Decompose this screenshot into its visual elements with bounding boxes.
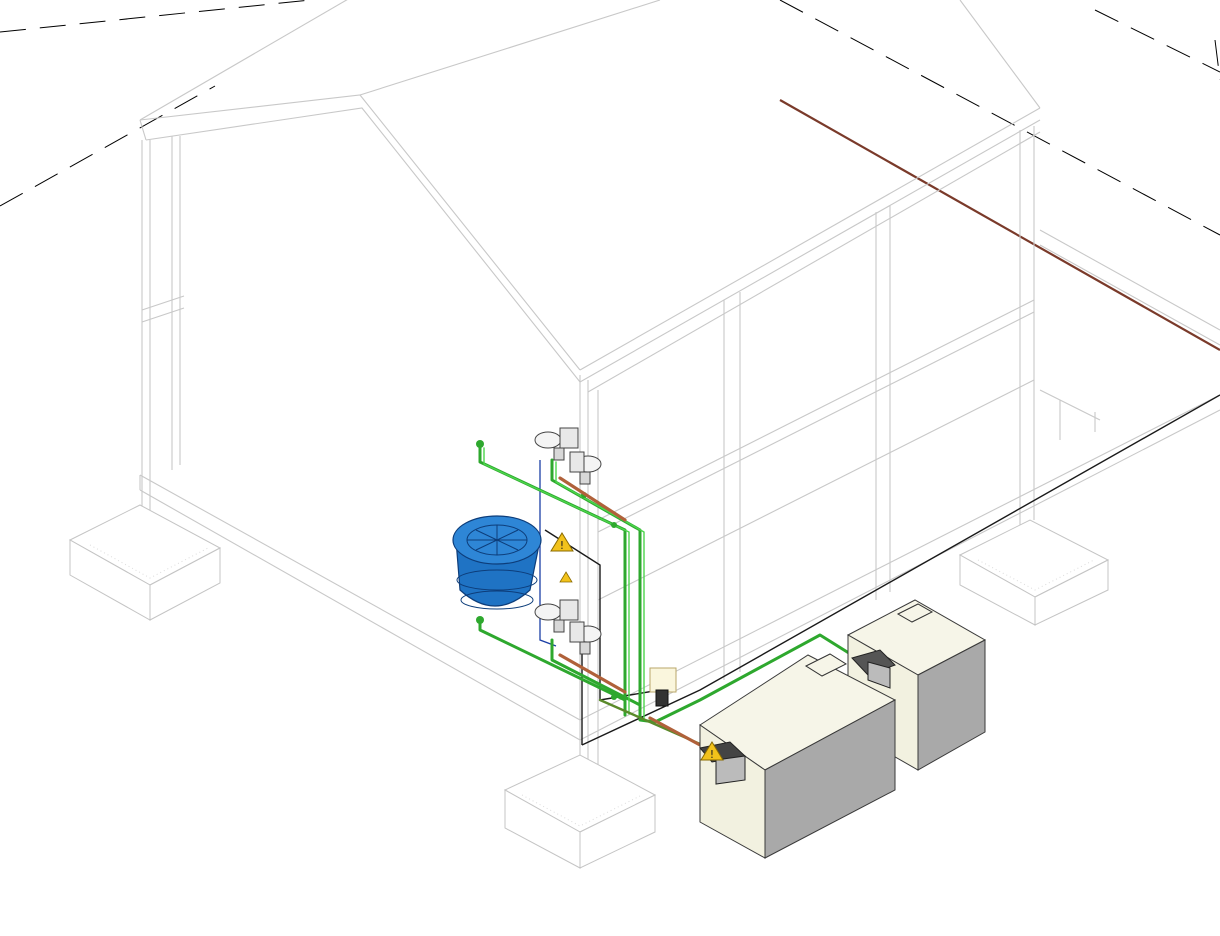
- fixture-lower-2[interactable]: [569, 621, 602, 655]
- water-storage-tank[interactable]: [452, 515, 542, 610]
- grid-lines: [0, 0, 1220, 236]
- warning-icon[interactable]: [559, 571, 573, 583]
- svg-text:!: !: [560, 539, 564, 552]
- footing-right: [958, 519, 1110, 626]
- warning-icon[interactable]: !: [700, 741, 724, 761]
- svg-text:!: !: [710, 748, 714, 761]
- building-frame: [139, 0, 1220, 780]
- pump[interactable]: [649, 667, 677, 707]
- copper-pipes: [558, 476, 702, 747]
- fixture-upper-1[interactable]: [534, 427, 579, 461]
- overhead-line: [779, 99, 1220, 351]
- supply-pipes: [476, 440, 862, 746]
- fixture-lower-1[interactable]: [534, 599, 579, 633]
- warning-icon[interactable]: !: [550, 532, 574, 552]
- footing-left: [68, 504, 222, 621]
- footing-front: [503, 754, 657, 869]
- footings: [68, 504, 1110, 869]
- fixture-upper-2[interactable]: [569, 451, 602, 485]
